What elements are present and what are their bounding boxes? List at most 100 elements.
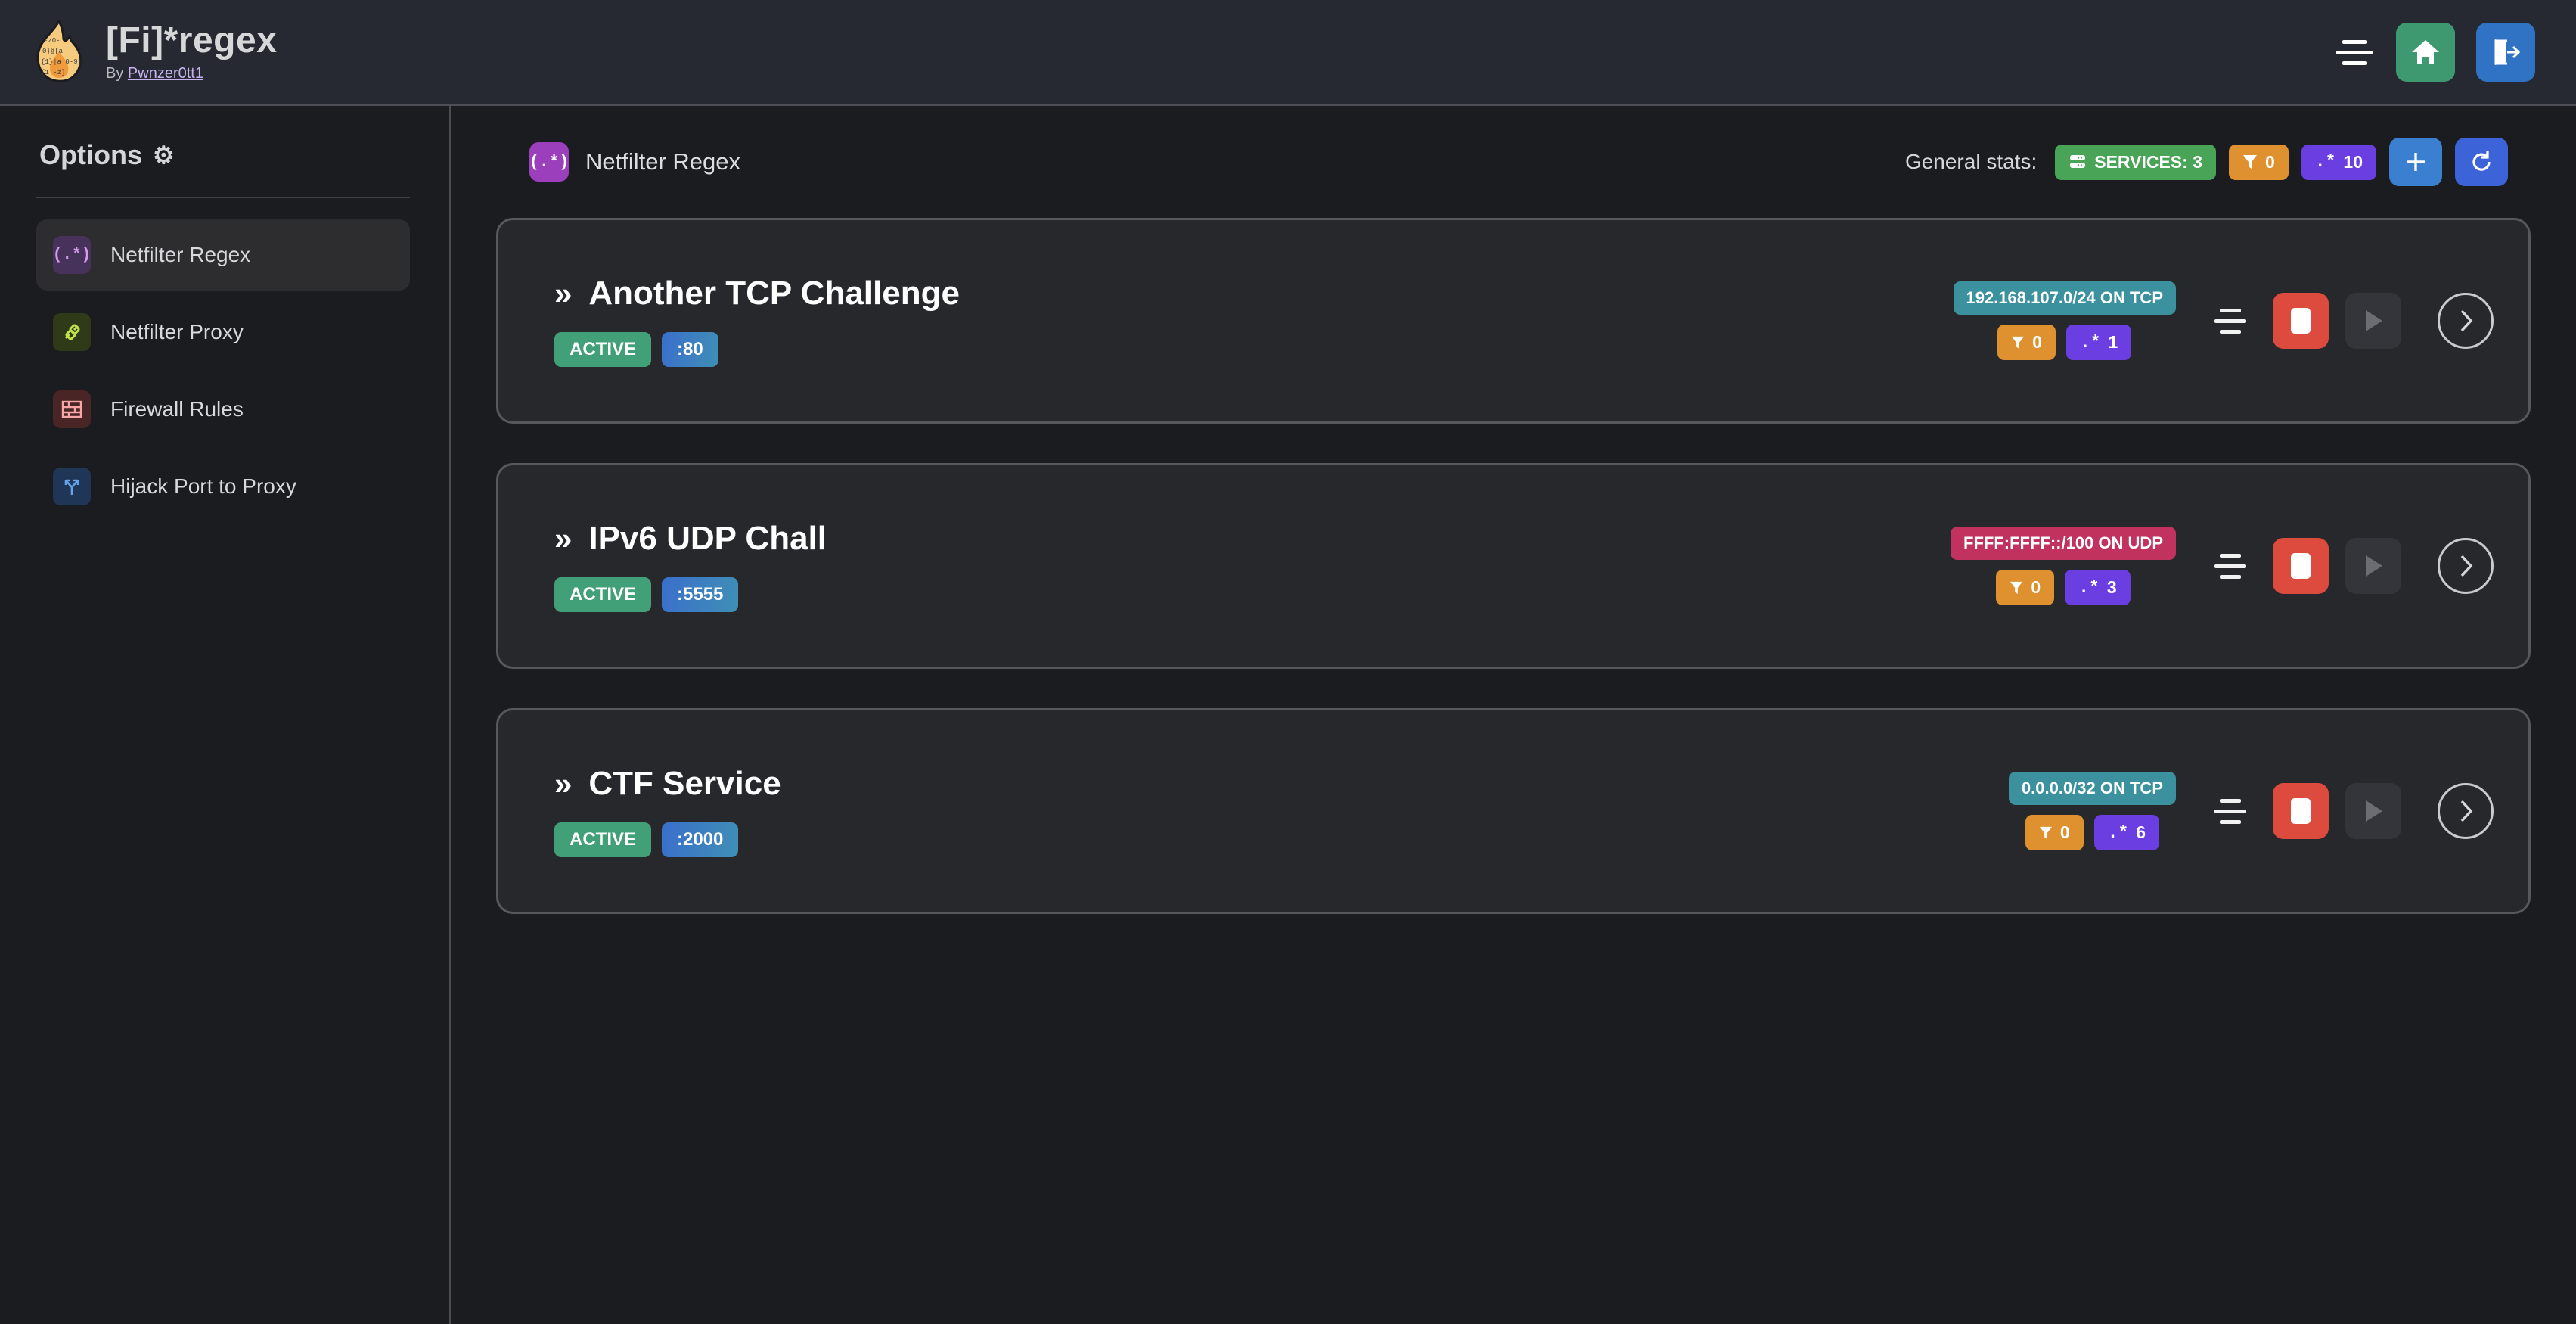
network-badge: 192.168.107.0/24 ON TCP <box>1953 281 2176 315</box>
filter-count: 0 <box>2265 151 2275 172</box>
regex-count: 3 <box>2106 577 2117 597</box>
sidebar-item-label: Netfilter Regex <box>110 243 251 266</box>
filter-count: 0 <box>2032 332 2042 352</box>
status-badge-filters: 0 <box>1997 325 2056 360</box>
sidebar: Options ⚙ (.*) Netfilter Regex Netfilter… <box>0 106 451 1324</box>
sidebar-item-netfilter-regex[interactable]: (.*) Netfilter Regex <box>36 219 410 291</box>
play-icon <box>2366 800 2382 822</box>
regex-dot-star-icon: .* <box>2078 577 2100 598</box>
sidebar-item-firewall-rules[interactable]: Firewall Rules <box>36 374 410 445</box>
status-badge: ACTIVE <box>554 577 652 612</box>
chevron-right-icon <box>2460 309 2473 332</box>
regex-dot-star-icon: .* <box>2107 822 2129 843</box>
port-badge: :2000 <box>662 822 739 857</box>
play-icon <box>2366 310 2382 331</box>
status-badge: ACTIVE <box>554 822 652 857</box>
author-link[interactable]: Pwnzer0tt1 <box>127 65 203 82</box>
svg-text:-z0-: -z0- <box>44 37 61 45</box>
logout-icon <box>2494 39 2521 65</box>
sidebar-item-label: Netfilter Proxy <box>110 320 244 343</box>
service-list-icon[interactable] <box>2209 300 2252 342</box>
service-info: » CTF Service ACTIVE :2000 <box>554 765 781 857</box>
brick-wall-icon <box>53 390 91 428</box>
svg-text:{1 -z]: {1 -z] <box>41 69 65 76</box>
service-stats: 192.168.107.0/24 ON TCP 0 .* 1 <box>1953 281 2176 360</box>
service-stats: FFFF:FFFF::/100 ON UDP 0 .* 3 <box>1951 527 2176 605</box>
refresh-button[interactable] <box>2455 138 2508 186</box>
stop-button[interactable] <box>2273 293 2329 349</box>
stop-icon <box>2291 553 2311 579</box>
service-name: Another TCP Challenge <box>588 275 960 312</box>
double-chevron-icon: » <box>554 521 573 556</box>
home-icon <box>2412 40 2439 64</box>
service-list-icon[interactable] <box>2209 545 2252 587</box>
service-tags: ACTIVE :2000 <box>554 822 781 857</box>
play-button[interactable] <box>2345 538 2401 594</box>
service-stats: 0.0.0.0/32 ON TCP 0 .* 6 <box>2008 772 2176 850</box>
page-body: Options ⚙ (.*) Netfilter Regex Netfilter… <box>0 106 2576 1324</box>
flame-logo-icon: -z0- 0}@[a {1}|a 0-9] {1 -z] <box>36 20 82 82</box>
service-title-row: » IPv6 UDP Chall <box>554 520 827 558</box>
stop-button[interactable] <box>2273 783 2329 839</box>
services-count-label: SERVICES: 3 <box>2094 151 2202 172</box>
app-title: [Fi]*regex <box>106 20 278 61</box>
service-card[interactable]: » IPv6 UDP Chall ACTIVE :5555 FFFF:FFFF:… <box>496 463 2531 669</box>
sidebar-item-hijack-port-to-proxy[interactable]: Hijack Port to Proxy <box>36 451 410 522</box>
sidebar-item-label: Hijack Port to Proxy <box>110 474 296 498</box>
double-chevron-icon: » <box>554 275 573 311</box>
hamburger-icon[interactable] <box>2334 36 2375 69</box>
sidebar-title: Options <box>39 139 142 170</box>
regex-count: 1 <box>2108 332 2118 352</box>
stop-icon <box>2291 798 2311 824</box>
port-badge: :5555 <box>662 577 739 612</box>
service-details-button[interactable] <box>2438 293 2494 349</box>
status-badge-services: SERVICES: 3 <box>2055 144 2216 180</box>
regex-dot-star-icon: .* <box>2314 152 2336 172</box>
service-card[interactable]: » CTF Service ACTIVE :2000 0.0.0.0/32 ON… <box>496 708 2531 914</box>
add-service-button[interactable] <box>2389 138 2442 186</box>
chevron-right-icon <box>2460 555 2473 577</box>
network-badge: FFFF:FFFF::/100 ON UDP <box>1951 527 2176 560</box>
service-actions: 192.168.107.0/24 ON TCP 0 .* 1 <box>1953 281 2494 360</box>
service-tags: ACTIVE :80 <box>554 332 960 367</box>
server-stack-icon <box>2070 155 2086 168</box>
status-badge-filters: 0 <box>1996 570 2055 605</box>
route-fork-icon <box>53 468 91 505</box>
chevron-right-icon <box>2460 800 2473 822</box>
play-button[interactable] <box>2345 293 2401 349</box>
home-button[interactable] <box>2396 23 2455 82</box>
stop-button[interactable] <box>2273 538 2329 594</box>
service-actions: FFFF:FFFF::/100 ON UDP 0 .* 3 <box>1951 527 2494 605</box>
logout-button[interactable] <box>2476 23 2535 82</box>
service-details-button[interactable] <box>2438 538 2494 594</box>
general-stats-label: General stats: <box>1904 150 2038 173</box>
port-badge: :80 <box>662 332 718 367</box>
regex-count: 6 <box>2136 822 2146 842</box>
filter-icon <box>2243 155 2257 169</box>
service-list-icon[interactable] <box>2209 790 2252 832</box>
double-chevron-icon: » <box>554 766 573 801</box>
play-button[interactable] <box>2345 783 2401 839</box>
service-card[interactable]: » Another TCP Challenge ACTIVE :80 192.1… <box>496 218 2531 424</box>
service-title-row: » Another TCP Challenge <box>554 275 960 312</box>
stop-icon <box>2291 308 2311 334</box>
sidebar-item-netfilter-proxy[interactable]: Netfilter Proxy <box>36 297 410 368</box>
status-badge: ACTIVE <box>554 332 652 367</box>
play-icon <box>2366 555 2382 577</box>
filter-count: 0 <box>2031 577 2041 597</box>
brand: -z0- 0}@[a {1}|a 0-9] {1 -z] [Fi]*regex … <box>30 20 277 85</box>
status-badge-regexes: .* 3 <box>2065 570 2131 605</box>
service-details-button[interactable] <box>2438 783 2494 839</box>
filter-icon <box>2039 826 2052 839</box>
filter-icon <box>2012 336 2025 349</box>
status-badge-regexes: .* 6 <box>2093 815 2160 850</box>
service-info: » IPv6 UDP Chall ACTIVE :5555 <box>554 520 827 612</box>
general-stats: General stats: SERVICES: 3 <box>1905 138 2508 186</box>
page-title: Netfilter Regex <box>585 148 741 175</box>
sidebar-header: Options ⚙ <box>36 139 410 171</box>
service-counters: 0 .* 3 <box>1996 570 2131 605</box>
svg-text:{1}|a 0-9]: {1}|a 0-9] <box>41 58 82 66</box>
top-header-bar: -z0- 0}@[a {1}|a 0-9] {1 -z] [Fi]*regex … <box>0 0 2576 106</box>
service-name: IPv6 UDP Chall <box>588 520 827 557</box>
top-actions <box>2334 23 2535 82</box>
